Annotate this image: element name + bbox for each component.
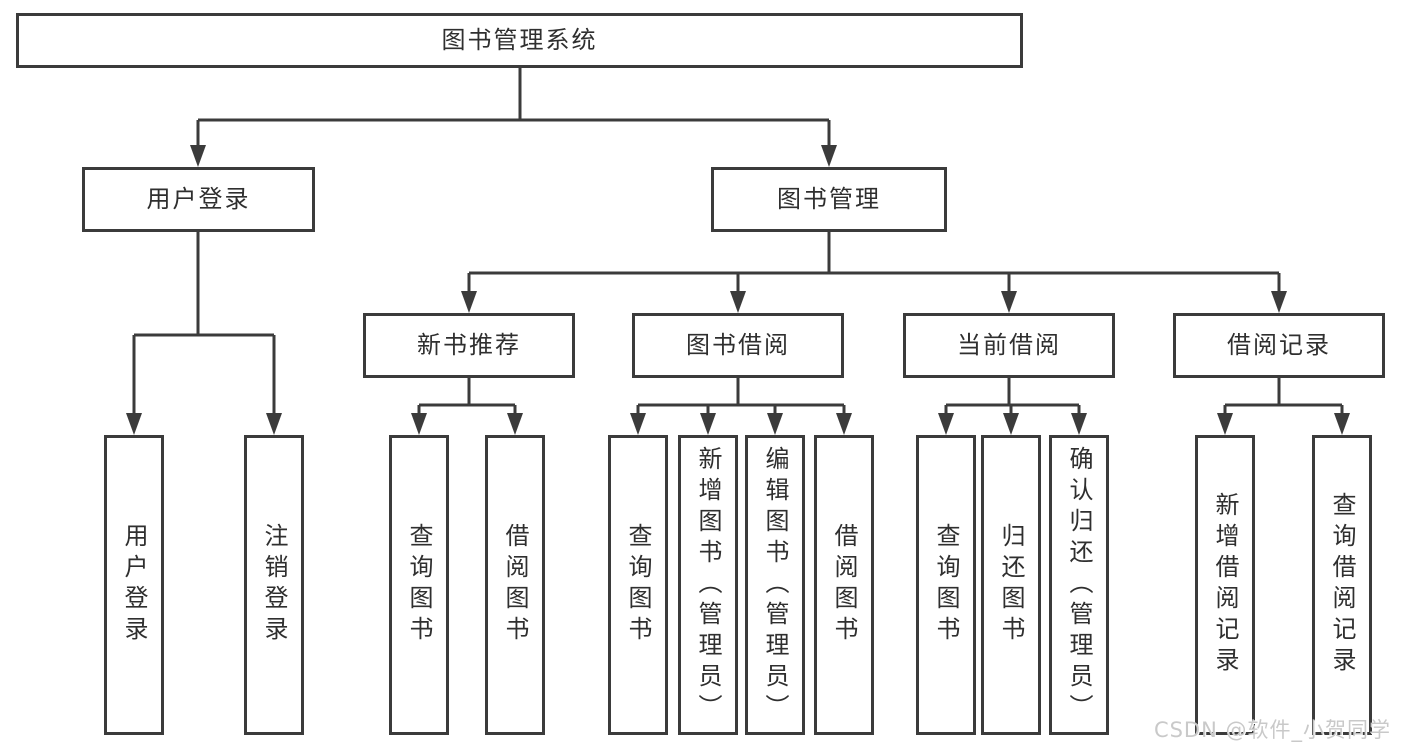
arrowhead-book-management: [821, 145, 837, 167]
arrowhead-borrow-add-books: [700, 413, 716, 435]
connector-current-borrowing-children: [944, 378, 1081, 418]
arrowhead-leaf-user-login: [126, 413, 142, 435]
arrowhead-current-borrowing: [1001, 291, 1017, 313]
leaf-borrow-edit-books-admin: 编辑图书（管理员）: [745, 435, 805, 735]
arrowhead-book-borrowing: [730, 291, 746, 313]
leaf-borrow-borrow-books: 借阅图书: [814, 435, 874, 735]
leaf-records-query-borrow-record: 查询借阅记录: [1312, 435, 1372, 735]
arrowhead-recommend-query-books: [411, 413, 427, 435]
arrowhead-leaf-logout: [266, 413, 282, 435]
connector-borrowing-records-children: [1223, 378, 1344, 418]
arrowhead-borrow-edit-books: [767, 413, 783, 435]
arrowhead-records-add-record: [1217, 413, 1233, 435]
node-root-library-management-system: 图书管理系统: [16, 13, 1023, 68]
leaf-recommend-query-books: 查询图书: [389, 435, 449, 735]
node-borrowing-records: 借阅记录: [1173, 313, 1385, 378]
leaf-current-query-books: 查询图书: [916, 435, 976, 735]
leaf-records-add-borrow-record: 新增借阅记录: [1195, 435, 1255, 735]
arrowhead-recommend-borrow-books: [507, 413, 523, 435]
leaf-borrow-query-books: 查询图书: [608, 435, 668, 735]
connector-root-to-level1: [196, 68, 831, 150]
csdn-watermark: CSDN @软件_小贺同学: [1153, 718, 1391, 742]
node-book-borrowing: 图书借阅: [632, 313, 844, 378]
arrowhead-new-book-recommendation: [461, 291, 477, 313]
arrowhead-current-return-books: [1003, 413, 1019, 435]
connector-book-management-children: [467, 232, 1281, 296]
node-current-borrowing: 当前借阅: [903, 313, 1115, 378]
arrowhead-borrow-borrow-books: [836, 413, 852, 435]
arrowhead-current-query-books: [938, 413, 954, 435]
arrowhead-user-login: [190, 145, 206, 167]
leaf-current-return-books: 归还图书: [981, 435, 1041, 735]
arrowhead-current-confirm-return: [1071, 413, 1087, 435]
connector-book-borrowing-children: [636, 378, 846, 418]
arrowhead-records-query-record: [1334, 413, 1350, 435]
leaf-recommend-borrow-books: 借阅图书: [485, 435, 545, 735]
arrowhead-borrow-query-books: [630, 413, 646, 435]
arrowhead-borrowing-records: [1271, 291, 1287, 313]
leaf-borrow-add-books-admin: 新增图书（管理员）: [678, 435, 738, 735]
leaf-user-login: 用户登录: [104, 435, 164, 735]
node-new-book-recommendation: 新书推荐: [363, 313, 575, 378]
node-book-management: 图书管理: [711, 167, 947, 232]
leaf-logout-login: 注销登录: [244, 435, 304, 735]
connector-recommendation-children: [417, 378, 517, 418]
node-user-login: 用户登录: [82, 167, 315, 232]
connector-user-login-children: [132, 232, 276, 418]
leaf-current-confirm-return-admin: 确认归还（管理员）: [1049, 435, 1109, 735]
